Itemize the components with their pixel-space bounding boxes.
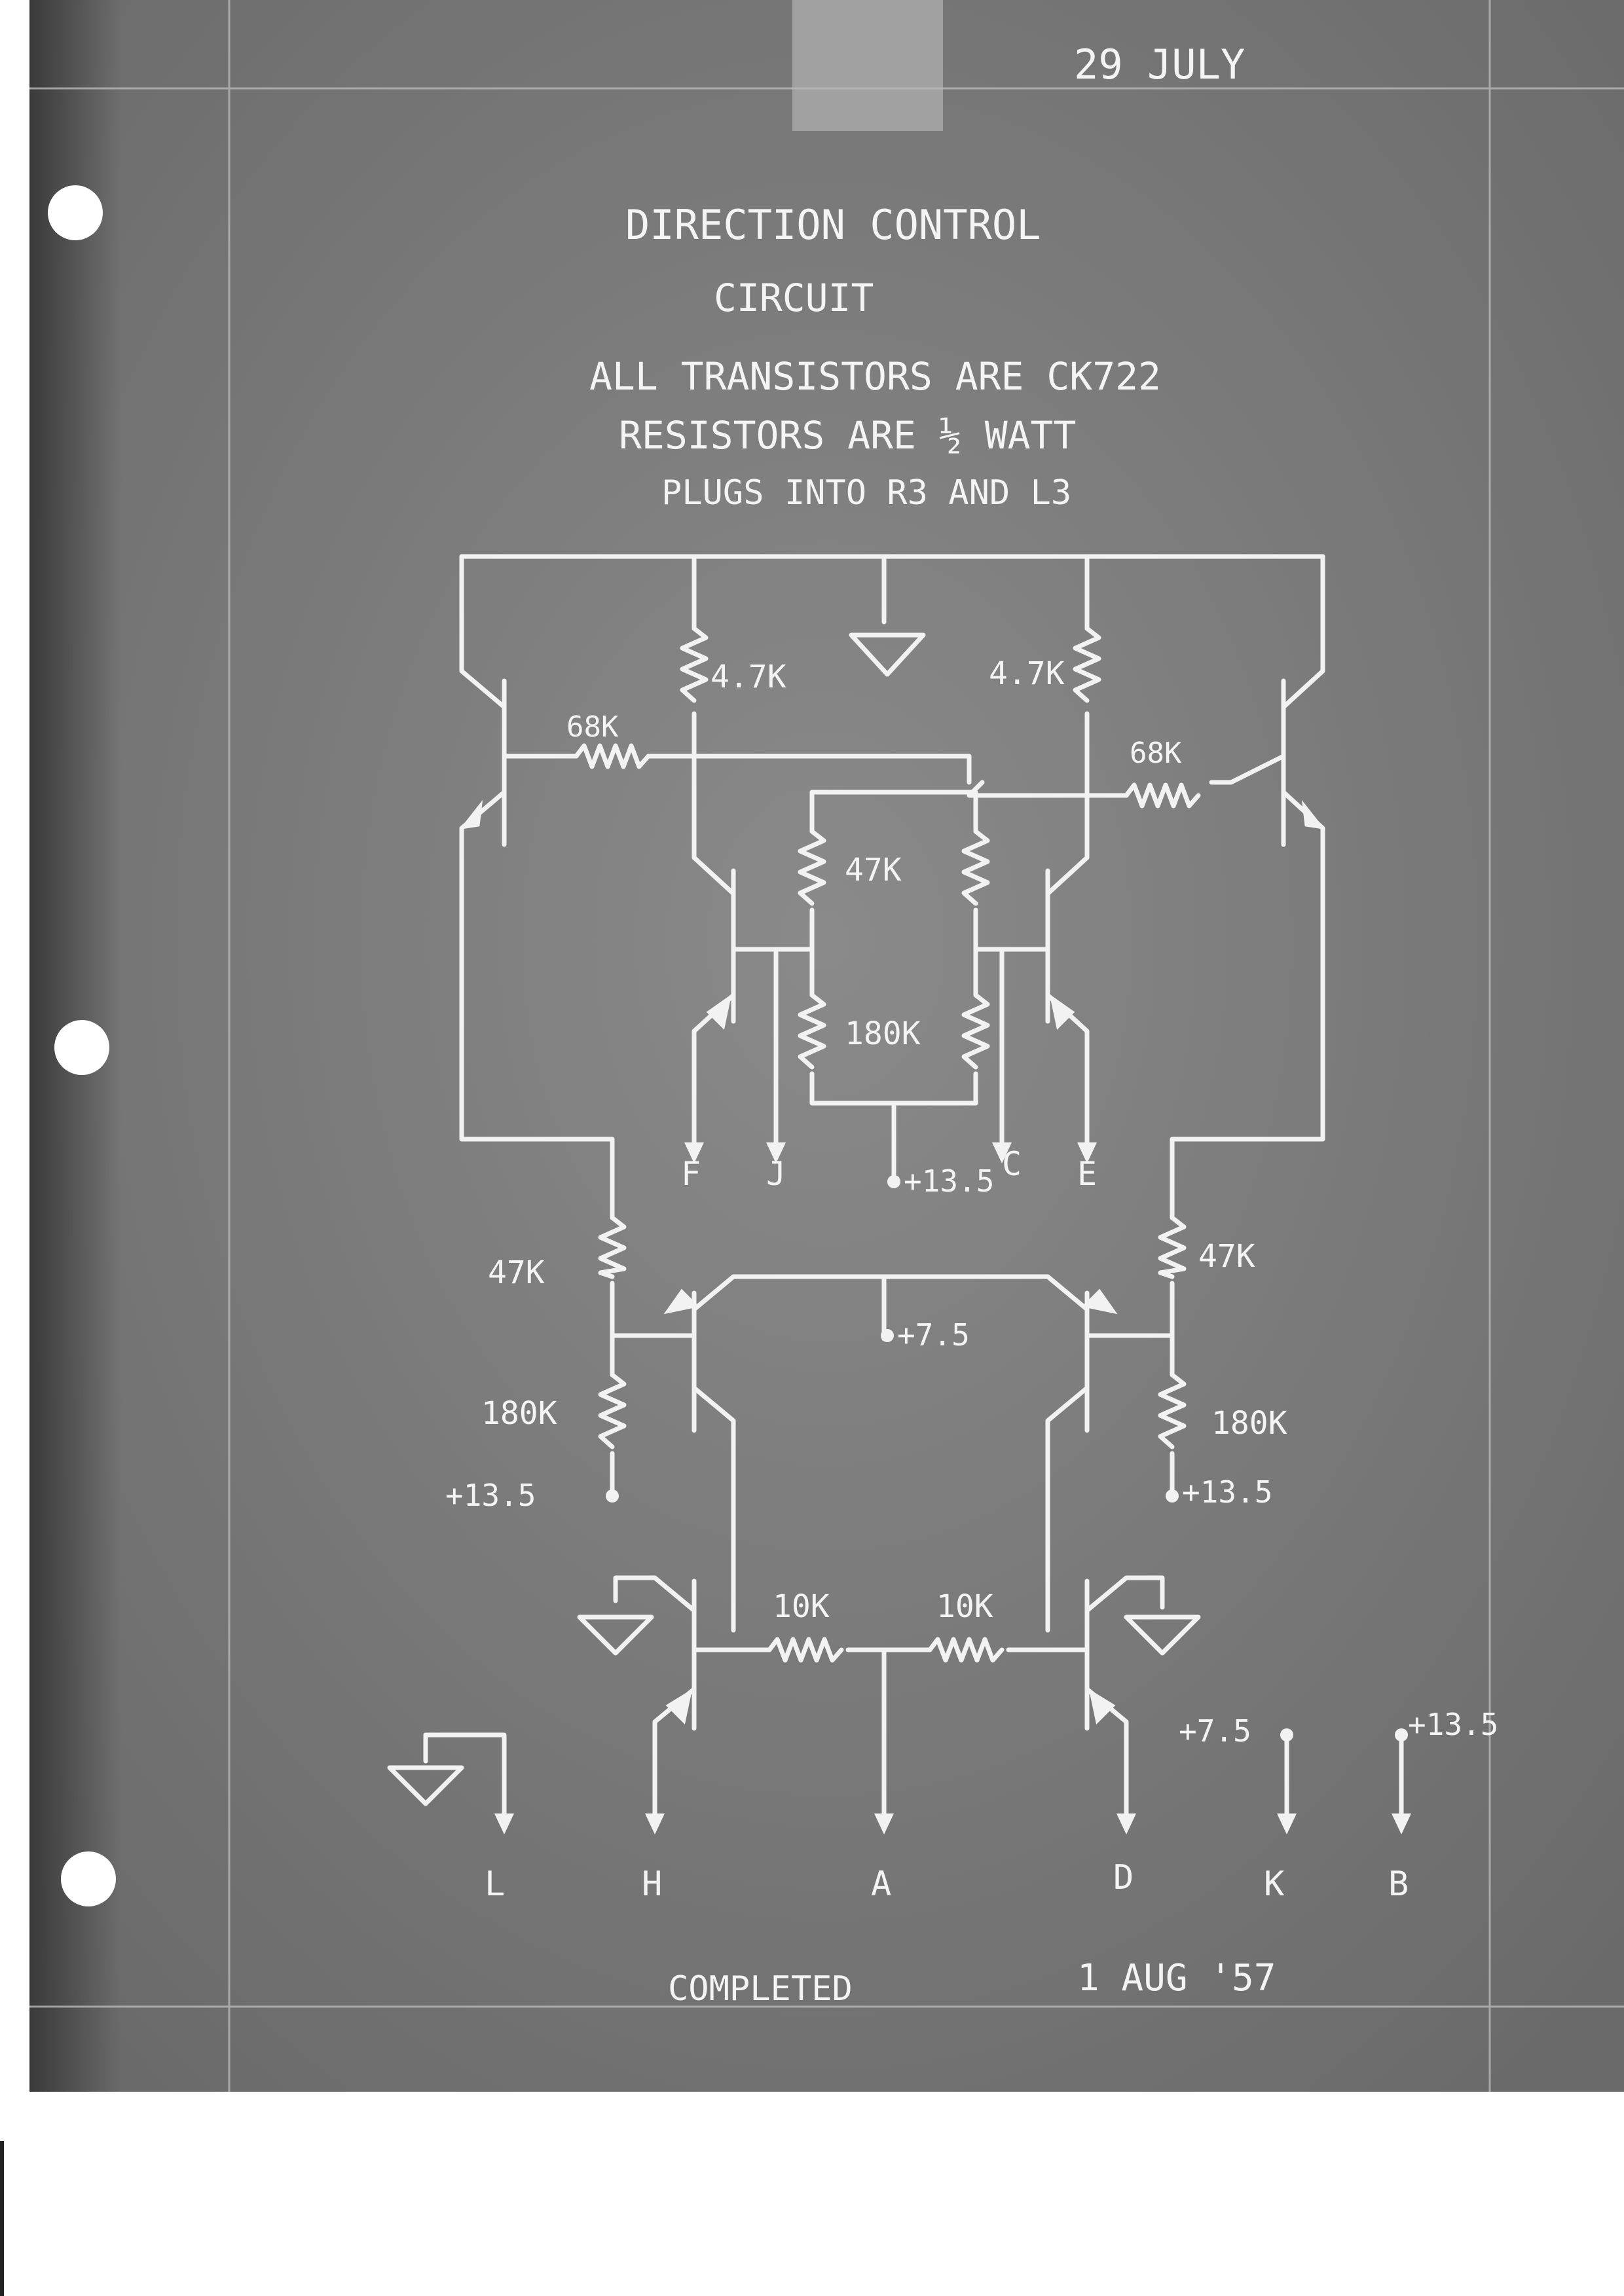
title-line1: DIRECTION CONTROL xyxy=(625,201,1041,249)
arrow-down-icon xyxy=(1392,1813,1411,1834)
resistor-label: 4.7K xyxy=(989,655,1065,692)
ground-icon xyxy=(387,1765,464,1806)
resistor-label: 4.7K xyxy=(710,659,786,695)
arrow-icon xyxy=(665,1688,693,1725)
emitter-arrows xyxy=(459,799,1325,1725)
arrow-icon xyxy=(459,799,483,830)
resistor-center-left-upper xyxy=(798,829,826,906)
resistor-center-right-upper xyxy=(961,829,990,906)
completed-date: 1 AUG '57 xyxy=(1077,1957,1276,1999)
resistor-base-right xyxy=(1124,782,1201,809)
pin-label-h: H xyxy=(642,1865,662,1904)
supply-label: +7.5 xyxy=(1179,1713,1251,1749)
resistor-label: 68K xyxy=(566,710,619,744)
arrow-icon xyxy=(1081,1288,1118,1315)
ground-icon xyxy=(577,1614,654,1656)
pin-label-d: D xyxy=(1113,1858,1134,1897)
resistor-bottom-right xyxy=(927,1637,1005,1663)
supply-label: +13.5 xyxy=(904,1163,994,1199)
date-label: 29 JULY xyxy=(1074,41,1245,88)
plug-note: PLUGS INTO R3 AND L3 xyxy=(661,473,1071,513)
resistor-label: 47K xyxy=(488,1254,545,1291)
supply-label: +7.5 xyxy=(897,1317,970,1353)
arrow-icon xyxy=(1301,799,1325,830)
resistor-symbols xyxy=(574,626,1201,1663)
arrow-icon xyxy=(1088,1688,1116,1725)
tape-patch xyxy=(792,0,943,131)
resistor-label: 180K xyxy=(1211,1405,1287,1442)
resistor-center-right-lower xyxy=(961,993,990,1070)
resistor-label: 47K xyxy=(845,852,902,888)
pin-label-k: K xyxy=(1264,1865,1285,1904)
arrow-down-icon xyxy=(1116,1813,1136,1834)
left-edge-mark xyxy=(0,2141,4,2296)
resistor-top-right xyxy=(1073,626,1101,703)
resistor-label: 180K xyxy=(481,1395,557,1432)
resistor-mid-left-lower xyxy=(598,1372,627,1449)
pin-label-c: C xyxy=(1002,1145,1022,1183)
arrow-down-icon xyxy=(992,1142,1012,1163)
ground-icon xyxy=(849,632,926,677)
paper-grid-lines xyxy=(29,0,1624,2092)
arrow-icon xyxy=(706,994,732,1030)
supply-label: +13.5 xyxy=(1182,1474,1272,1510)
ground-icon xyxy=(1124,1614,1201,1656)
resistor-label: 10K xyxy=(773,1588,830,1625)
resistor-base-left xyxy=(574,743,651,769)
resistor-mid-left-upper xyxy=(598,1215,627,1279)
pin-label-a: A xyxy=(871,1865,891,1904)
completed-label: COMPLETED xyxy=(668,1969,853,2009)
arrow-down-icon xyxy=(684,1142,704,1163)
resistor-top-left xyxy=(680,626,709,703)
pin-label-b: B xyxy=(1388,1865,1409,1904)
arrow-icon xyxy=(663,1288,700,1315)
arrow-down-icon xyxy=(494,1813,514,1834)
punch-holes xyxy=(48,185,116,1906)
resistor-label: 180K xyxy=(845,1015,921,1052)
transistor-note: ALL TRANSISTORS ARE CK722 xyxy=(589,354,1161,399)
arrow-icon xyxy=(1049,994,1075,1030)
ground-symbols xyxy=(387,632,1201,1806)
arrow-down-icon xyxy=(1277,1813,1297,1834)
pin-label-j: J xyxy=(766,1155,786,1193)
resistor-bottom-left xyxy=(767,1637,844,1663)
resistor-center-left-lower xyxy=(798,993,826,1070)
blueprint-paper xyxy=(29,0,1624,2092)
supply-label: +13.5 xyxy=(445,1478,536,1513)
pin-label-l: L xyxy=(485,1865,505,1904)
resistor-mid-right-upper xyxy=(1158,1215,1187,1279)
arrow-down-icon xyxy=(766,1142,786,1163)
resistor-label: 47K xyxy=(1198,1238,1255,1275)
resistor-note: RESISTORS ARE ½ WATT xyxy=(619,413,1076,458)
terminal-dots xyxy=(606,1175,1408,1741)
arrow-down-icon xyxy=(874,1813,894,1834)
output-arrowheads xyxy=(494,1142,1411,1834)
title-line2: CIRCUIT xyxy=(714,276,874,320)
resistor-mid-right-lower xyxy=(1158,1372,1187,1449)
pin-label-e: E xyxy=(1077,1155,1097,1193)
supply-label: +13.5 xyxy=(1408,1707,1498,1742)
resistor-label: 10K xyxy=(936,1588,993,1625)
pin-label-f: F xyxy=(681,1155,701,1193)
arrow-down-icon xyxy=(1077,1142,1097,1163)
resistor-label: 68K xyxy=(1130,737,1182,770)
arrow-down-icon xyxy=(645,1813,665,1834)
